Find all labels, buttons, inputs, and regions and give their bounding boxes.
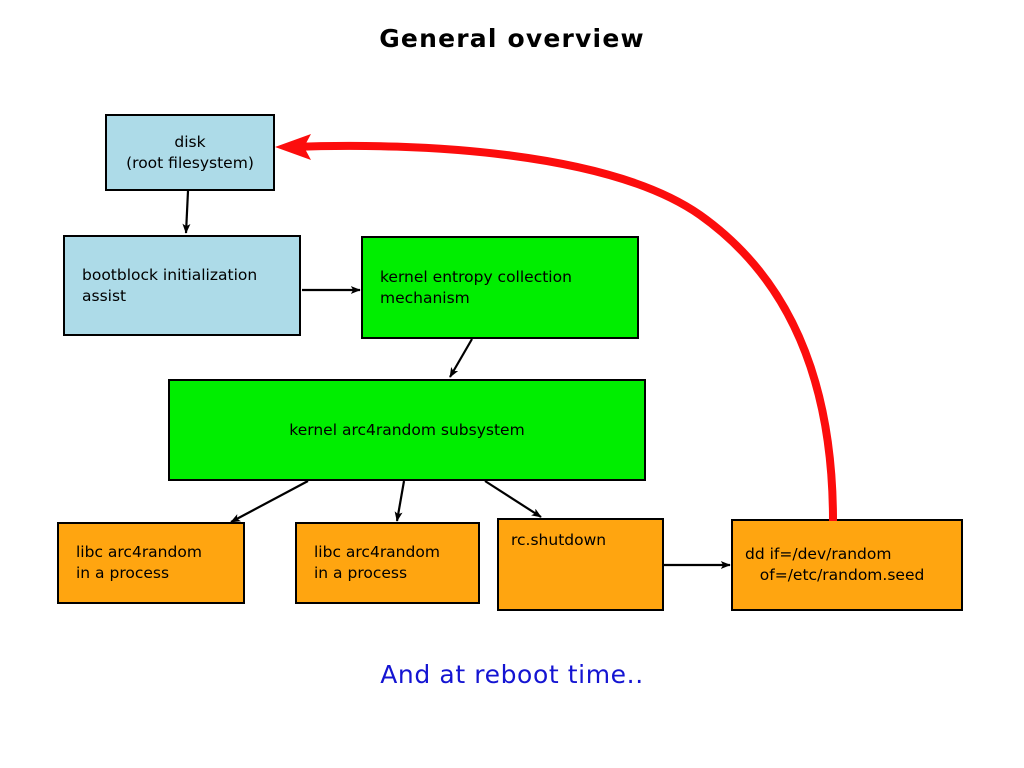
node-arc4random[interactable]: kernel arc4random subsystem (168, 379, 646, 481)
node-disk[interactable]: disk (root filesystem) (105, 114, 275, 191)
node-kernel-entropy-label: kernel entropy collection mechanism (380, 267, 572, 307)
reboot-arrowhead-icon (275, 134, 311, 160)
page-title: General overview (379, 24, 645, 53)
node-dd-label: dd if=/dev/random of=/etc/random.seed (745, 545, 925, 584)
node-disk-label: disk (root filesystem) (126, 132, 254, 172)
edge-arc4random-to-libc1 (230, 480, 309, 523)
node-rc-shutdown-label: rc.shutdown (511, 531, 607, 549)
node-arc4random-label: kernel arc4random subsystem (289, 420, 525, 439)
edge-disk-to-bootblock (182, 190, 191, 234)
node-libc1[interactable]: libc arc4random in a process (57, 522, 245, 604)
node-dd[interactable]: dd if=/dev/random of=/etc/random.seed (731, 519, 963, 611)
node-bootblock-label: bootblock initialization assist (82, 265, 258, 305)
node-libc1-label: libc arc4random in a process (76, 543, 202, 582)
node-rc-shutdown[interactable]: rc.shutdown (497, 518, 664, 611)
node-libc2-label: libc arc4random in a process (314, 543, 440, 582)
node-kernel-entropy[interactable]: kernel entropy collection mechanism (361, 236, 639, 339)
node-libc2[interactable]: libc arc4random in a process (295, 522, 480, 604)
edge-arc4random-to-rc-shutdown (484, 480, 542, 518)
node-bootblock[interactable]: bootblock initialization assist (63, 235, 301, 336)
edge-arc4random-to-libc2 (394, 480, 406, 522)
slide-caption: And at reboot time.. (380, 660, 644, 689)
edge-kernel-entropy-to-arc4random (449, 338, 473, 378)
